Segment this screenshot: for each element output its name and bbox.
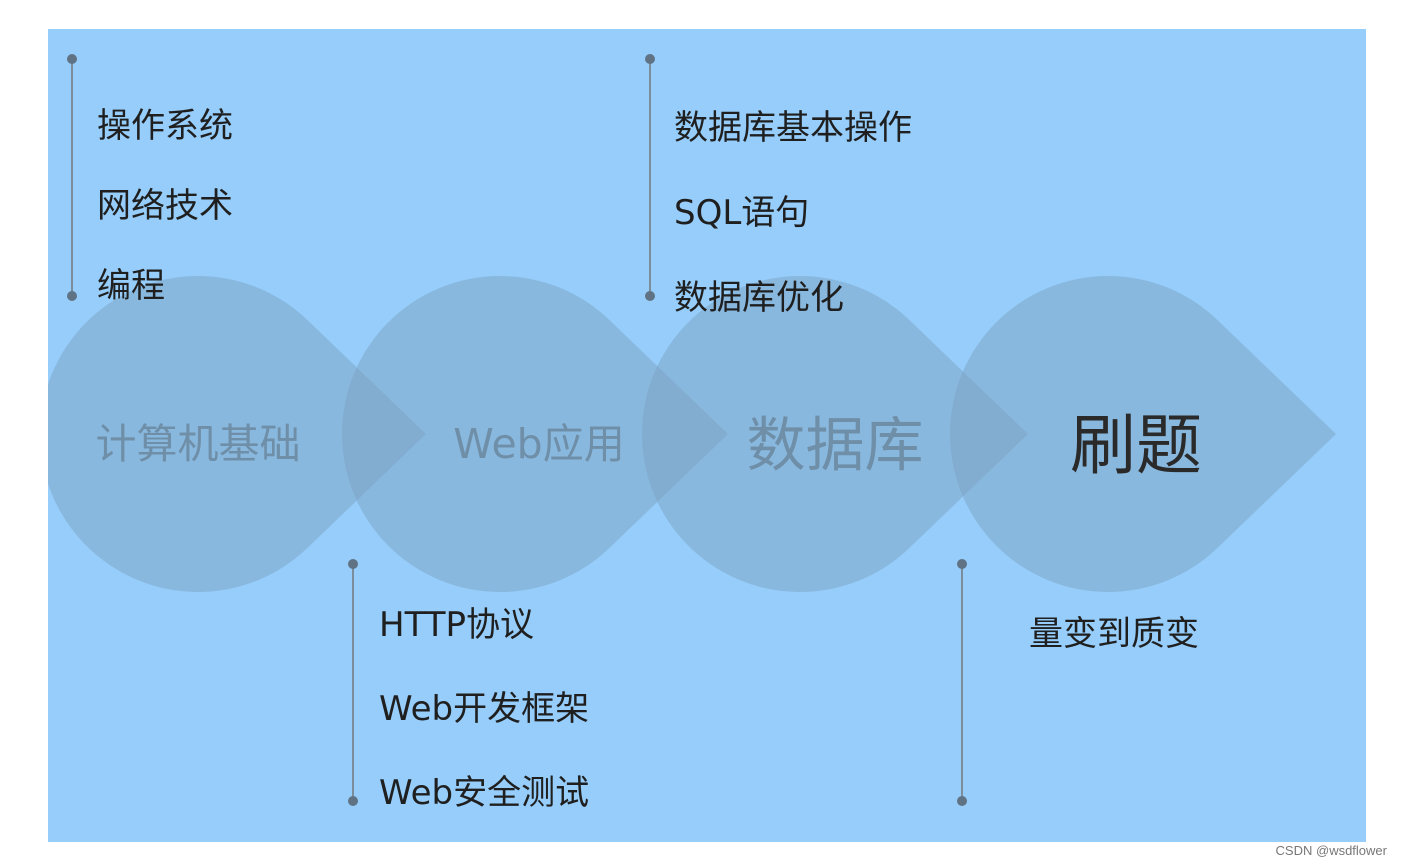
- flow-shapes: [48, 276, 1336, 593]
- topic-http: HTTP协议: [379, 605, 535, 645]
- topic-db-basic-ops: 数据库基本操作: [674, 108, 912, 148]
- connector-dot: [645, 54, 655, 64]
- connector-dot: [67, 54, 77, 64]
- topic-quantity-to-quality: 量变到质变: [1029, 614, 1199, 654]
- connector-dot: [348, 559, 358, 569]
- topic-sql: SQL语句: [674, 193, 810, 233]
- connector-line: [961, 563, 963, 801]
- stage-label-web-app: Web应用: [453, 420, 625, 468]
- stage-label-fundamentals: 计算机基础: [95, 420, 301, 468]
- connector-line: [71, 58, 73, 296]
- topic-web-security-testing: Web安全测试: [379, 773, 590, 813]
- topic-os: 操作系统: [97, 106, 233, 146]
- connector-line: [352, 563, 354, 801]
- connector-dot: [348, 796, 358, 806]
- stage-label-practice: 刷题: [1070, 407, 1202, 484]
- connector-dot: [67, 291, 77, 301]
- diagram-panel: 计算机基础 Web应用 数据库 刷题 操作系统 网络技术 编程 数据库基本操作 …: [48, 29, 1366, 842]
- topic-programming: 编程: [97, 266, 165, 306]
- topic-db-optimization: 数据库优化: [674, 278, 844, 318]
- stage-shape-practice: [950, 276, 1336, 593]
- topic-networking: 网络技术: [97, 186, 233, 226]
- connector-dot: [645, 291, 655, 301]
- connector-dot: [957, 796, 967, 806]
- stage-shape-fundamentals: [48, 276, 426, 592]
- stage-label-database: 数据库: [746, 410, 924, 480]
- stage-shape-web-app: [342, 276, 728, 593]
- stage-shape-database: [642, 276, 1028, 592]
- watermark: CSDN @wsdflower: [1275, 843, 1387, 858]
- connector-line: [649, 58, 651, 296]
- connector-dot: [957, 559, 967, 569]
- topic-web-framework: Web开发框架: [379, 689, 590, 729]
